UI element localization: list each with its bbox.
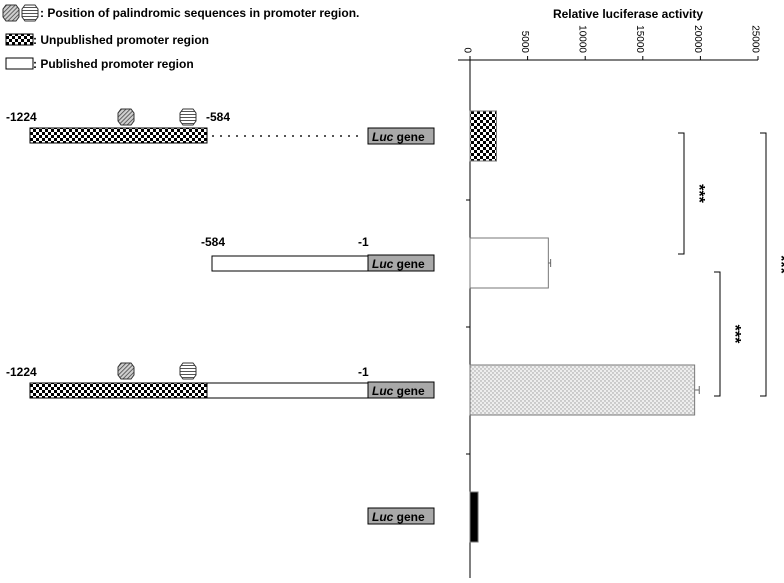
construct-3-left-label: -1224 [6, 365, 37, 379]
significance-bracket-3 [760, 132, 767, 397]
legend-published: : Published promoter region [33, 57, 194, 71]
x-tick-label: 25000 [749, 25, 760, 53]
legend: : Position of palindromic sequences in p… [2, 4, 359, 71]
construct-3-luc-label: Luc gene [372, 384, 425, 398]
palindrome-hatched-icon [2, 4, 20, 22]
x-tick-label: 0 [461, 47, 472, 53]
construct-1-right-label: -584 [206, 110, 230, 124]
construct-4-luc-label: Luc gene [372, 510, 425, 524]
palindrome-striped-icon [179, 108, 197, 126]
x-tick-label: 10000 [577, 25, 588, 53]
bar-1 [469, 110, 497, 162]
legend-unpublished-swatch [5, 33, 34, 46]
construct-2: -584 -1 Luc gene [201, 235, 435, 272]
palindrome-hatched-icon [117, 362, 135, 380]
bar-3 [469, 364, 696, 416]
construct-2-luc-label: Luc gene [372, 257, 425, 271]
construct-3-right-label: -1 [358, 365, 369, 379]
construct-2-left-label: -584 [201, 235, 225, 249]
construct-2-luc-box [367, 254, 435, 272]
bar-2 [469, 237, 549, 289]
x-tick-label: 5000 [519, 31, 530, 54]
construct-3-luc-box [367, 381, 435, 399]
significance-label-2: *** [726, 325, 743, 344]
construct-3-published-region [206, 382, 370, 399]
construct-1-unpublished-region [29, 127, 208, 144]
chart-title: Relative luciferase activity [553, 7, 703, 21]
x-tick-label: 15000 [634, 25, 645, 53]
construct-3: -1224 -1 Luc gene [6, 362, 435, 399]
palindrome-hatched-icon [117, 108, 135, 126]
bar-4 [469, 491, 479, 543]
luciferase-chart: Relative luciferase activity 0 5000 10000 1… [458, 7, 784, 578]
palindrome-striped-icon [179, 362, 197, 380]
construct-1-left-label: -1224 [6, 110, 37, 124]
legend-palindromic: : Position of palindromic sequences in p… [40, 6, 359, 20]
significance-bracket-1 [678, 132, 685, 255]
construct-1-luc-box [367, 127, 435, 145]
palindrome-striped-icon [21, 4, 39, 22]
construct-1-luc-label: Luc gene [372, 130, 425, 144]
construct-4-luc-box [367, 507, 435, 525]
construct-3-unpublished-region [29, 382, 208, 399]
construct-2-right-label: -1 [358, 235, 369, 249]
significance-label-1: *** [690, 184, 707, 203]
x-tick-label: 20000 [692, 25, 703, 53]
construct-4: Luc gene [367, 507, 435, 525]
significance-bracket-2 [714, 271, 721, 397]
legend-published-swatch [5, 57, 34, 70]
significance-label-3: *** [772, 255, 784, 274]
construct-2-published-region [211, 255, 370, 272]
legend-unpublished: : Unpublished promoter region [33, 33, 209, 47]
construct-1: -1224 -584 Luc gene [6, 108, 435, 145]
